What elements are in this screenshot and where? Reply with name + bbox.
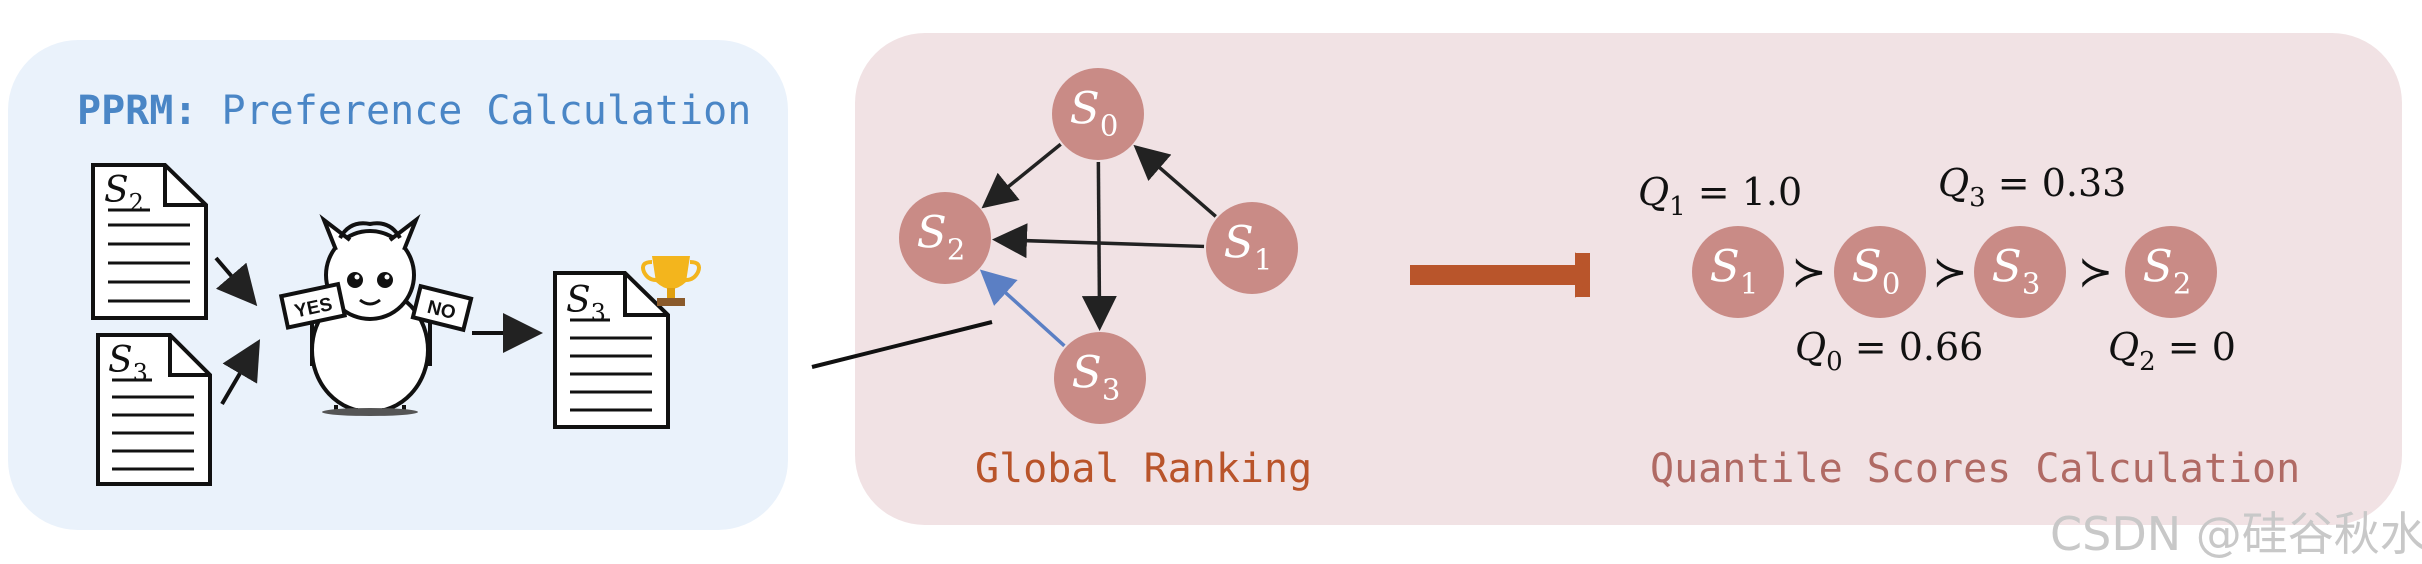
order-node-2: S3 [1974,226,2066,318]
doc-winner-sym: S [566,280,591,321]
document-winner-icon: S3 [555,273,668,427]
score-value: 1.0 [1742,170,1802,214]
graph-node-label-s0-sub: 0 [1100,109,1118,143]
score-0: Q0 = 0.66 [1795,325,1983,377]
score-sym: Q [1795,325,1826,369]
graph-node-s0: S0 [1052,68,1144,160]
precedes-symbol: ≻ [2078,247,2113,296]
doc-winner-sub: 3 [591,299,606,327]
score-sym: Q [2108,325,2139,369]
big-right-arrow-icon [1410,252,1590,298]
order-node-label-3-sym: S [2143,241,2173,292]
edge-s0-to-s3 [1098,162,1099,324]
arrow-doc-a-to-judge [216,258,252,300]
score-1: Q1 = 1.0 [1638,170,1802,222]
graph-node-s3: S3 [1054,332,1146,424]
document-s2-icon: S2 [93,165,206,318]
doc-b-sym: S [108,340,133,381]
doc-b-sub: 3 [133,359,148,387]
order-node-label-0-sym: S [1710,241,1740,292]
score-sub: 3 [1969,183,1986,213]
score-value: 0.33 [2042,161,2127,205]
score-sym: Q [1938,161,1969,205]
zoom-connector-line [812,322,992,367]
ranking-graph-edges [985,144,1216,346]
score-equals: = [2156,325,2212,369]
score-3: Q3 = 0.33 [1938,161,2126,213]
order-node-0: S1 [1692,226,1784,318]
graph-node-label-s1-sub: 1 [1254,243,1272,277]
order-node-3: S2 [2125,226,2217,318]
global-ranking-label: Global Ranking [975,446,1312,492]
score-sym: Q [1638,170,1669,214]
score-value: 0 [2212,325,2236,369]
quantile-order: S1≻S0≻S3≻S2 [1692,226,2217,318]
order-node-1: S0 [1834,226,1926,318]
order-node-label-1-sym: S [1852,241,1882,292]
arrow-doc-b-to-judge [222,346,256,404]
graph-node-s2: S2 [899,192,991,284]
score-equals: = [1843,325,1899,369]
edge-s1-to-s2 [999,240,1204,247]
score-sub: 2 [2139,347,2156,377]
quantile-scores-label: Quantile Scores Calculation [1650,446,2300,492]
document-s3-icon: S3 [98,335,210,484]
doc-a-sub: 2 [129,189,144,217]
doc-a-sym: S [104,170,129,211]
edge-s0-to-s2 [987,144,1061,204]
score-value: 0.66 [1899,325,1984,369]
graph-node-s1: S1 [1206,202,1298,294]
graph-node-label-s2-sym: S [917,207,947,258]
score-sub: 1 [1669,192,1686,222]
score-sub: 0 [1826,347,1843,377]
order-node-label-1-sub: 0 [1882,267,1900,301]
graph-node-label-s3-sub: 3 [1102,373,1120,407]
edge-s3-to-s2 [985,274,1064,346]
score-equals: = [1686,170,1742,214]
graph-node-label-s0-sym: S [1070,83,1100,134]
graph-node-label-s1-sym: S [1224,217,1254,268]
edge-s1-to-s0 [1139,149,1216,216]
graph-node-label-s2-sub: 2 [947,233,965,267]
order-node-label-2-sym: S [1992,241,2022,292]
watermark: CSDN @硅谷秋水 [2050,498,2422,564]
order-node-label-2-sub: 3 [2022,267,2040,301]
graph-node-label-s3-sym: S [1072,347,1102,398]
order-node-label-0-sub: 1 [1740,267,1758,301]
precedes-symbol: ≻ [1932,247,1967,296]
order-node-label-3-sub: 2 [2173,267,2191,301]
precedes-symbol: ≻ [1791,247,1826,296]
score-equals: = [1986,161,2042,205]
score-2: Q2 = 0 [2108,325,2236,377]
